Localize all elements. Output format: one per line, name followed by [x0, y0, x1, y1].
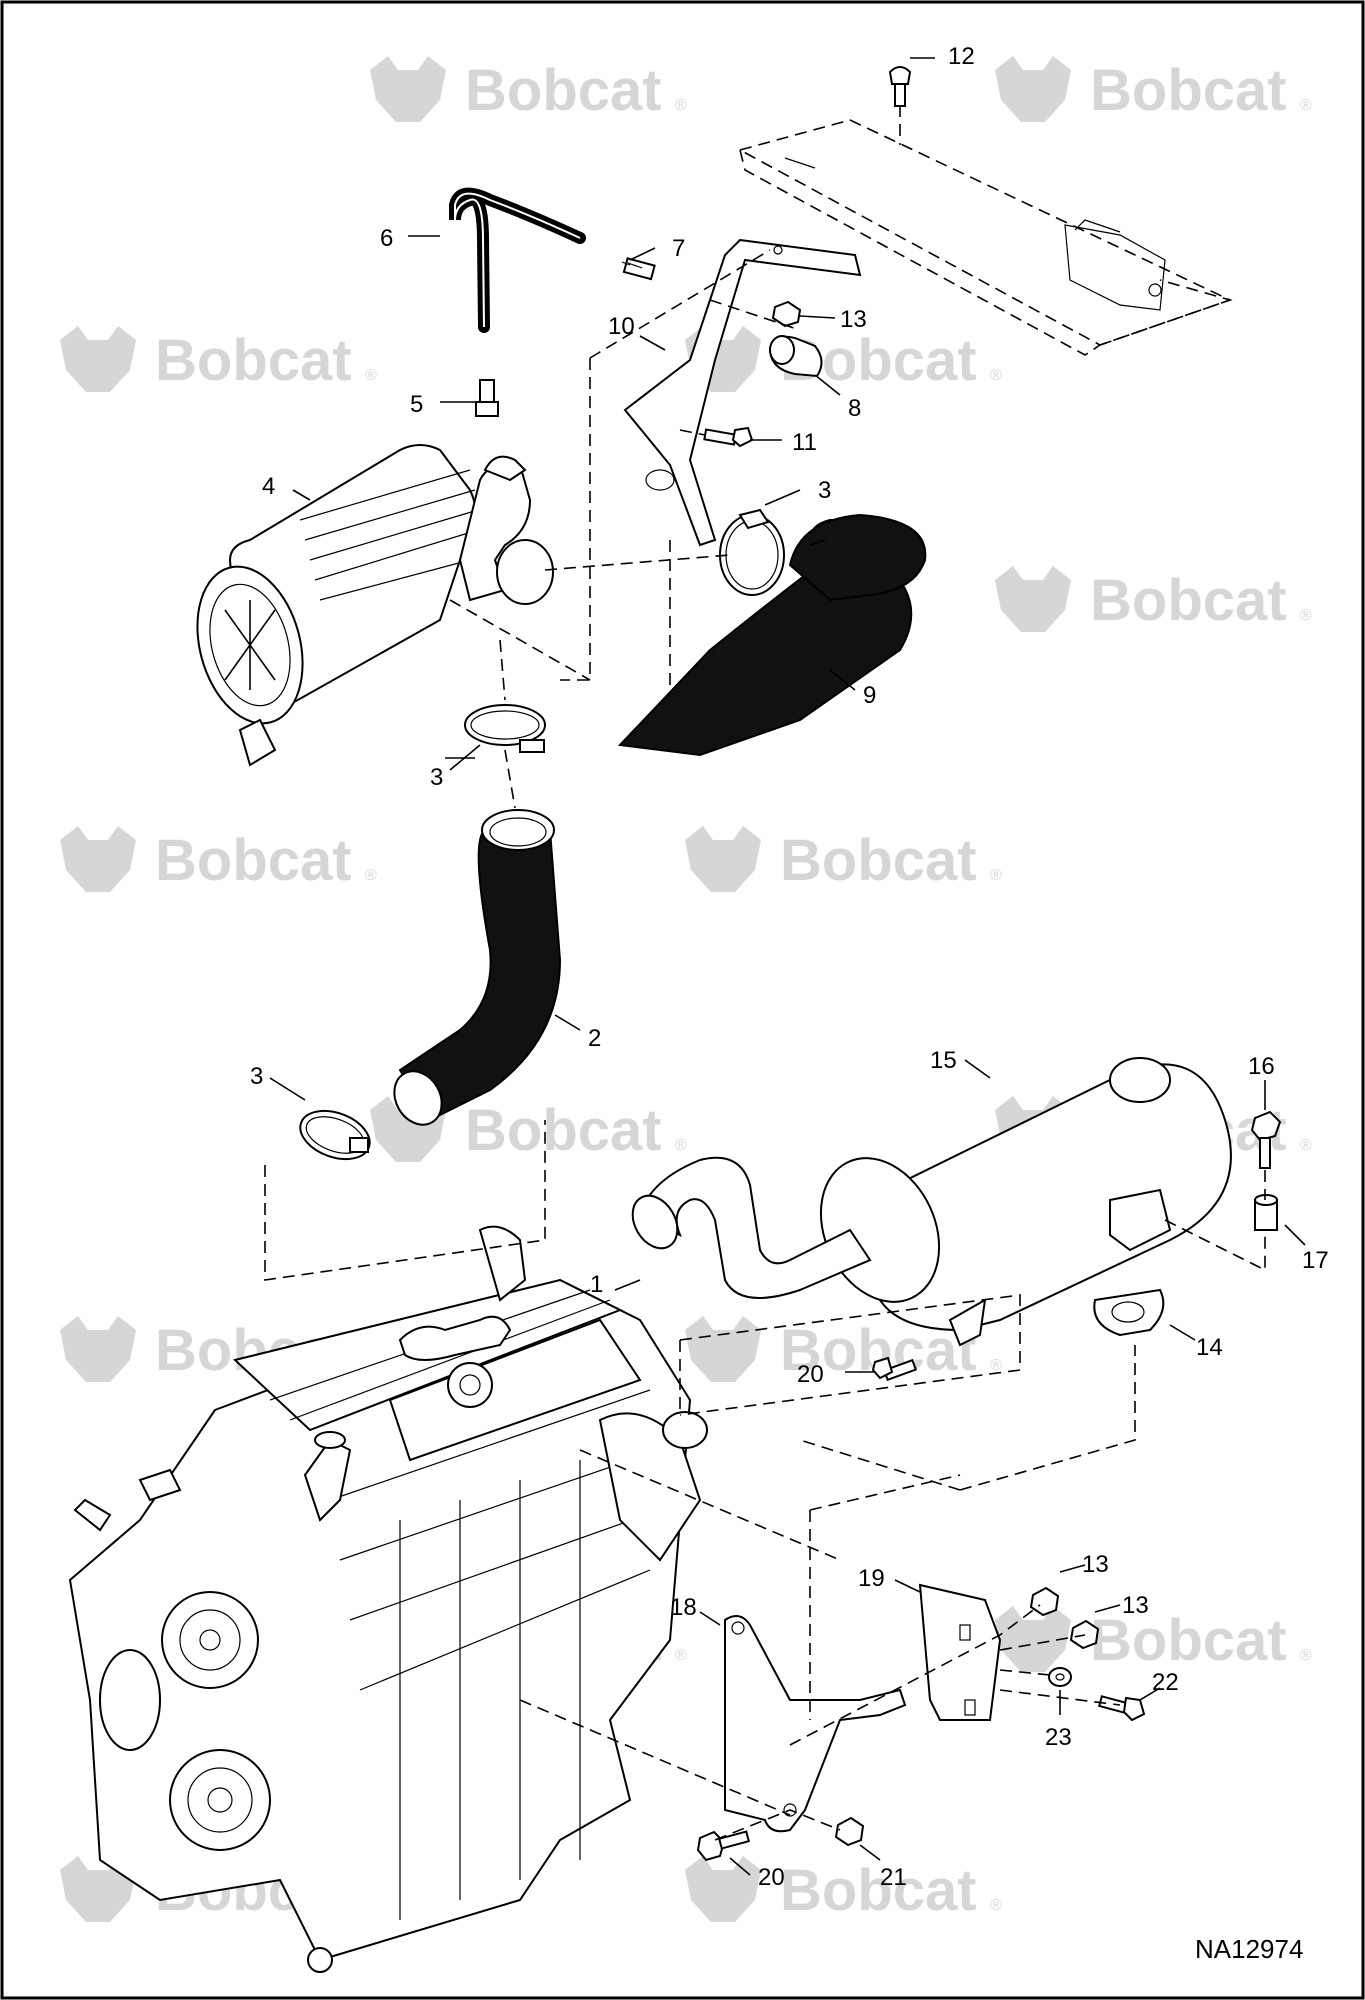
watermark-text: Bobcat: [155, 328, 352, 393]
callout-1: 1: [590, 1271, 603, 1298]
bobcat-head-icon: [995, 56, 1071, 122]
watermark-registered-mark: ®: [990, 867, 1002, 884]
callout-18: 18: [670, 1594, 697, 1621]
watermark: Bobcat ®: [60, 826, 377, 893]
watermark-text: Bobcat: [1090, 58, 1287, 123]
bolt-12: [888, 66, 912, 107]
callout-11: 11: [792, 429, 817, 456]
watermark-registered-mark: ®: [675, 1137, 687, 1154]
muffler-15: [631, 1057, 1232, 1347]
watermark-text: Bobcat: [465, 1098, 662, 1163]
watermark-text: Bobcat: [1090, 568, 1287, 633]
callout-17: 17: [1302, 1247, 1329, 1274]
assembly-lines: [264, 249, 1266, 1841]
rubber-mount-8: [768, 335, 823, 378]
watermark: Bobcat ®: [60, 326, 377, 393]
watermark-registered-mark: ®: [365, 367, 377, 384]
watermark-registered-mark: ®: [1300, 97, 1312, 114]
bracket-10: [623, 238, 862, 547]
callout-12: 12: [948, 43, 975, 70]
watermark-text: Bobcat: [780, 1858, 977, 1923]
watermark-text: Bobcat: [155, 828, 352, 893]
air-hose-2: [393, 809, 562, 1126]
bolt-7: [621, 257, 656, 281]
nut-21: [834, 1816, 865, 1847]
watermark: Bobcat ®: [995, 56, 1312, 123]
callout-6: 6: [380, 225, 393, 252]
bracket-19: [918, 1583, 1002, 1721]
clamp-3-middle: [464, 704, 546, 753]
watermark-text: Bobcat: [465, 58, 662, 123]
bobcat-head-icon: [685, 1856, 761, 1922]
callout-14: 14: [1196, 1334, 1223, 1361]
callout-7: 7: [672, 235, 685, 262]
watermark: Bobcat ®: [370, 56, 687, 123]
bobcat-head-icon: [60, 1316, 136, 1382]
callout-22: 22: [1152, 1669, 1179, 1696]
callout-4: 4: [262, 473, 275, 500]
watermark-text: Bobcat: [1090, 1608, 1287, 1673]
bolt-16: [1250, 1110, 1282, 1169]
bobcat-head-icon: [60, 826, 136, 892]
nut-13-top: [771, 300, 802, 328]
callout-20-lower: 20: [758, 1864, 785, 1891]
bolt-11: [703, 426, 754, 448]
diagram-reference: NA12974: [1195, 1934, 1303, 1964]
callout-15: 15: [930, 1047, 957, 1074]
bobcat-head-icon: [685, 826, 761, 892]
clamp-3-upper: [719, 508, 785, 596]
watermark: Bobcat ®: [995, 1606, 1312, 1673]
spacer-17: [1254, 1194, 1278, 1231]
callout-3-upper: 3: [818, 477, 831, 504]
clamp-3-lower: [299, 1109, 371, 1161]
callout-10: 10: [608, 313, 635, 340]
fitting-5: [475, 379, 499, 417]
bobcat-head-icon: [995, 1606, 1071, 1672]
callout-20-upper: 20: [797, 1361, 824, 1388]
leader-lines: [269, 57, 1306, 1876]
callout-21: 21: [880, 1864, 907, 1891]
watermark-registered-mark: ®: [675, 97, 687, 114]
bracket-18: [724, 1615, 907, 1833]
watermark-registered-mark: ®: [675, 1647, 687, 1664]
gasket-14: [1093, 1288, 1165, 1337]
callout-16: 16: [1248, 1053, 1275, 1080]
air-cleaner-4: [196, 444, 554, 767]
bobcat-head-icon: [60, 326, 136, 392]
callout-3-middle: 3: [430, 764, 443, 791]
callout-13-lower-a: 13: [1082, 1551, 1109, 1578]
watermark-registered-mark: ®: [1300, 1647, 1312, 1664]
watermark-registered-mark: ®: [1300, 1137, 1312, 1154]
callout-3-lower: 3: [250, 1063, 263, 1090]
watermark-text: Bobcat: [780, 828, 977, 893]
callout-23: 23: [1045, 1724, 1072, 1751]
callout-9: 9: [863, 682, 876, 709]
bobcat-head-icon: [995, 566, 1071, 632]
callout-labels: 1 2 3 3 3 4 5 6 7 8 9 10 11 12 13 13 13 …: [250, 43, 1329, 1891]
callout-13-lower-b: 13: [1122, 1592, 1149, 1619]
callout-19: 19: [858, 1565, 885, 1592]
watermark-registered-mark: ®: [990, 367, 1002, 384]
watermark-registered-mark: ®: [990, 1897, 1002, 1914]
callout-2: 2: [588, 1025, 601, 1052]
nut-13-lower-a: [1029, 1586, 1060, 1617]
watermark-registered-mark: ®: [990, 1357, 1002, 1374]
washer-23: [1048, 1667, 1072, 1687]
watermark: Bobcat ®: [995, 566, 1312, 633]
callout-5: 5: [410, 391, 423, 418]
heat-shield: [737, 105, 1233, 356]
callout-8: 8: [848, 395, 861, 422]
watermark-registered-mark: ®: [1300, 607, 1312, 624]
watermark: Bobcat ®: [685, 1856, 1002, 1923]
engine-1: [68, 1225, 708, 1973]
callout-13-top: 13: [840, 306, 867, 333]
watermark: Bobcat ®: [685, 826, 1002, 893]
bolt-20-upper: [871, 1356, 918, 1382]
bobcat-head-icon: [370, 56, 446, 122]
watermark-registered-mark: ®: [365, 867, 377, 884]
watermark: Bobcat ®: [370, 1096, 687, 1163]
